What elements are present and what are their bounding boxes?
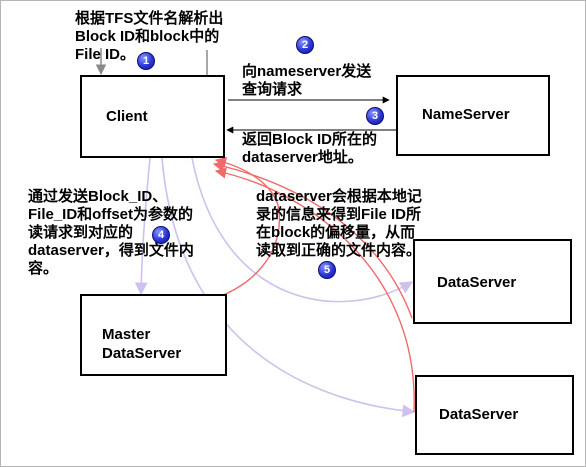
step4-badge: 4 (152, 226, 170, 244)
nameserver-label: NameServer (422, 106, 510, 123)
content-response-from-dataserver2-arrow (214, 167, 415, 413)
step5-note: dataserver会根据本地记 录的信息来得到File ID所 在block的… (256, 188, 422, 259)
step4-note: 通过发送Block_ID、 File_ID和offset为参数的 读请求到对应的… (28, 188, 194, 277)
dataserver-node-2: DataServer (415, 375, 574, 455)
step3-note: 返回Block ID所在的 dataserver地址。 (242, 131, 378, 166)
step5-badge: 5 (318, 261, 336, 279)
step2-note: 向nameserver发送 查询请求 (242, 63, 372, 98)
dataserver-label-2: DataServer (439, 406, 519, 423)
dataserver-label-1: DataServer (437, 274, 517, 291)
read-request-to-master-arrow (134, 157, 151, 296)
content-response-from-master-arrow (209, 157, 280, 301)
dataserver-node-1: DataServer (413, 239, 572, 324)
client-node: Client (80, 75, 225, 158)
step3-badge: 3 (366, 107, 384, 125)
master-dataserver-node: Master DataServer (80, 294, 227, 376)
content-response-from-dataserver1-arrow (212, 160, 413, 319)
read-request-to-dataserver1-arrow (191, 157, 414, 303)
step2-badge: 2 (296, 36, 314, 54)
client-label: Client (106, 108, 148, 125)
read-request-to-dataserver2-arrow (161, 157, 416, 418)
step1-note: 根据TFS文件名解析出 Block ID和block中的 File ID。 (75, 10, 224, 63)
step1-badge: 1 (137, 52, 155, 70)
master-dataserver-label: Master DataServer (102, 326, 182, 362)
nameserver-node: NameServer (396, 75, 550, 156)
